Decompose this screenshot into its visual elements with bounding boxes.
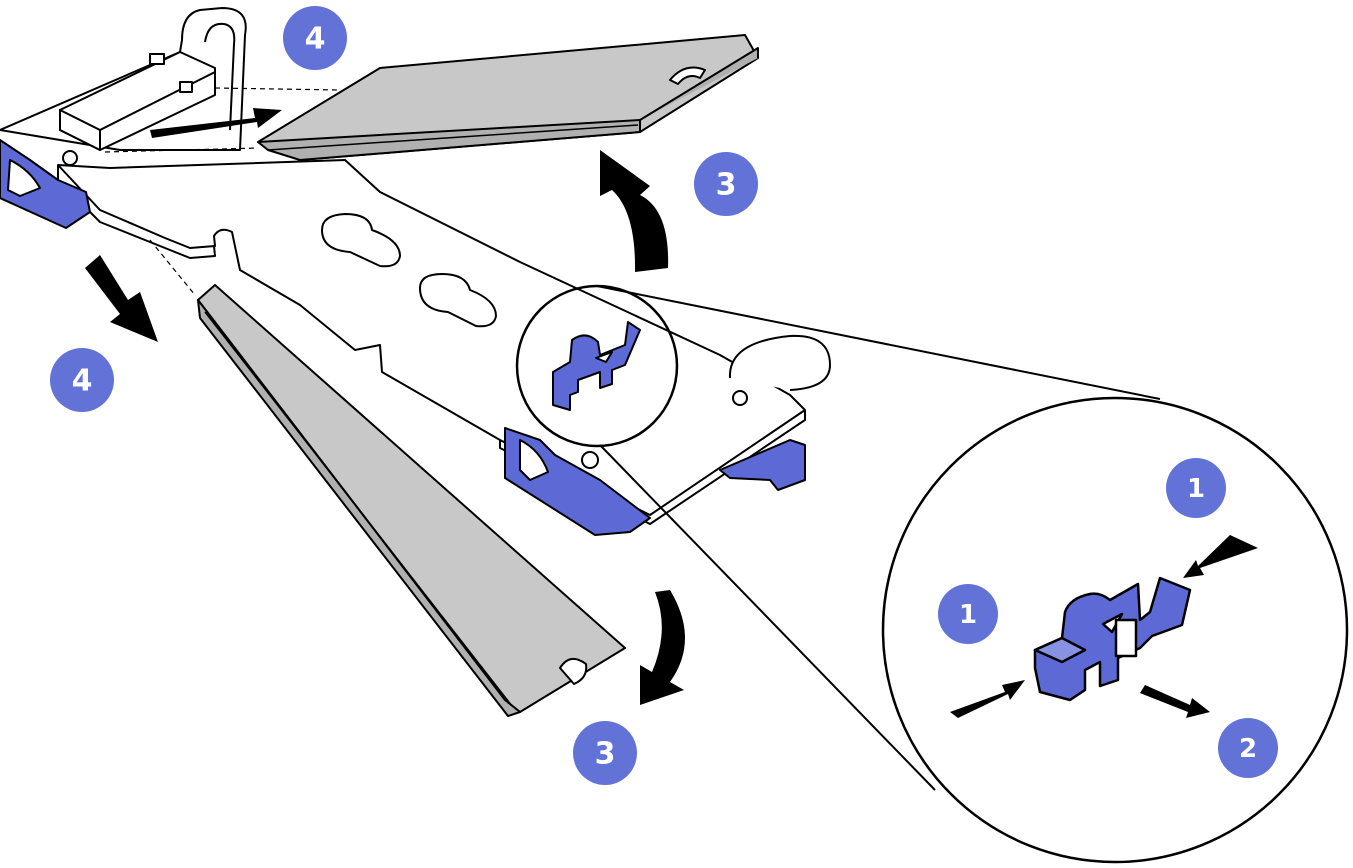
arrow-icon (85, 108, 1258, 718)
release-arrow-icon (1140, 685, 1210, 718)
zoom-line-bottom (599, 444, 936, 791)
detail-latch (1033, 576, 1192, 702)
m2-connector (59, 51, 216, 151)
zoom-line-top (596, 285, 1161, 400)
m2-drive-upper (257, 34, 759, 161)
svg-text:4: 4 (72, 364, 93, 399)
svg-text:4: 4 (305, 22, 326, 57)
curved-arrow-down-icon (640, 590, 685, 705)
callout-step-2: 2 (1218, 718, 1278, 778)
squeeze-left-arrow-icon (950, 680, 1025, 718)
m2-drive-lower (197, 284, 626, 717)
down-arrow-icon (85, 255, 158, 342)
right-blue-retainer (504, 427, 806, 536)
callout-step-4-top: 4 (283, 6, 347, 70)
svg-text:1: 1 (959, 600, 977, 630)
callout-step-1-left: 1 (938, 584, 998, 644)
insertion-guides (104, 87, 341, 296)
callout-step-3-bottom: 3 (573, 721, 637, 785)
svg-text:3: 3 (595, 737, 616, 772)
svg-text:2: 2 (1239, 734, 1257, 764)
left-blue-latch (0, 139, 91, 229)
board-latch (552, 321, 641, 411)
callout-step-3-right: 3 (694, 152, 758, 216)
squeeze-right-arrow-icon (1183, 535, 1258, 578)
insert-arrow-icon (150, 108, 282, 138)
callout-step-1-top: 1 (1166, 458, 1226, 518)
svg-text:3: 3 (716, 168, 737, 203)
curved-arrow-up-icon (600, 150, 669, 272)
svg-text:1: 1 (1187, 474, 1205, 504)
callout-step-4-left: 4 (50, 348, 114, 412)
